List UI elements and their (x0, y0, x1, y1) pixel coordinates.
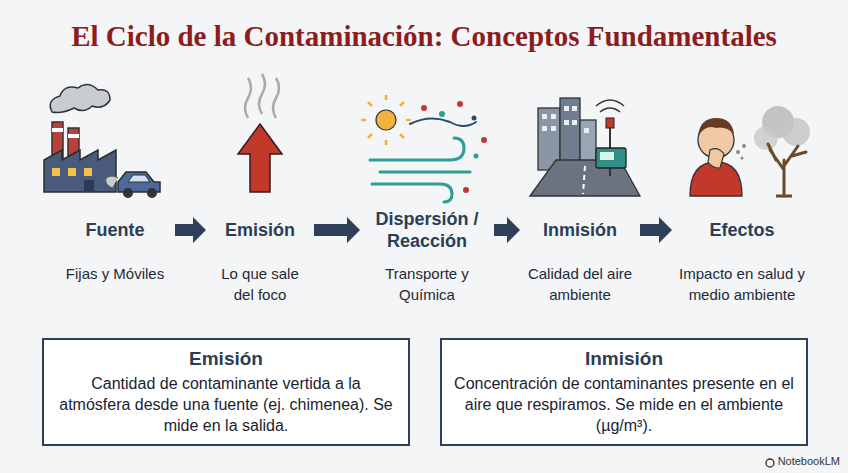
node-heading: Emisión (225, 219, 295, 242)
effects-icon (690, 106, 810, 196)
watermark-icon (766, 459, 774, 467)
node-heading: Inmisión (454, 348, 794, 370)
definition-box: InmisiónConcentración de contaminantes p… (440, 338, 808, 446)
heading-row: Fuente (85, 207, 144, 253)
node-description: Transporte y Química (364, 263, 490, 305)
node-heading: Fuente (85, 219, 144, 242)
heading-row: Dispersión / Reacción (364, 207, 490, 253)
diagram-title: El Ciclo de la Contaminación: Conceptos … (0, 20, 848, 53)
definition-box: EmisiónCantidad de contaminante vertida … (42, 338, 410, 446)
node-heading: Inmisión (543, 219, 617, 242)
node-description: Fijas y Móviles (66, 263, 164, 284)
stage-node: Emisión Lo que sale del foco (210, 207, 310, 305)
node-description: Calidad del aire ambiente (524, 263, 636, 305)
stage-node: FuenteFijas y Móviles (59, 207, 171, 284)
flow-arrow (314, 217, 360, 243)
node-heading: Emisión (56, 348, 396, 370)
flow-arrow (640, 217, 672, 243)
stage-node: Dispersión / ReacciónTransporte y Químic… (364, 207, 490, 305)
stage-node: InmisiónCalidad del aire ambiente (524, 207, 636, 305)
node-description: Cantidad de contaminante vertida a la at… (56, 374, 396, 436)
factory-car-icon (44, 84, 160, 198)
flow-arrow (175, 217, 206, 243)
node-heading: Efectos (709, 219, 774, 242)
heading-row: Efectos (709, 207, 774, 253)
watermark: NotebookLM (778, 455, 840, 467)
flow-arrow (494, 217, 520, 243)
stage-node: EfectosImpacto en salud y medio ambiente (676, 207, 808, 305)
node-description: Impacto en salud y medio ambiente (676, 263, 808, 305)
immission-icon (530, 98, 640, 196)
dispersion-icon (361, 95, 487, 202)
heading-row: Emisión (225, 207, 295, 253)
node-description: Concentración de contaminantes presente … (454, 374, 794, 436)
node-heading: Dispersión / Reacción (364, 208, 490, 253)
heading-row: Inmisión (543, 207, 617, 253)
emission-icon (238, 74, 282, 192)
node-description: Lo que sale del foco (210, 263, 310, 305)
